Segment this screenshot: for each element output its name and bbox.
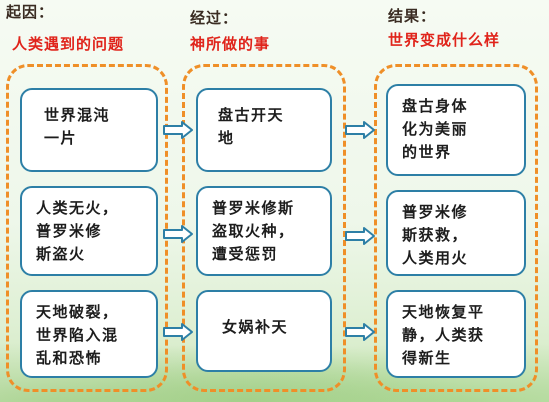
heading-cause-subtitle: 人类遇到的问题 [12, 35, 125, 53]
double-line-right-arrow-icon [344, 226, 376, 246]
double-line-right-arrow-icon [162, 322, 194, 342]
result-card-1: 盘古身体 化为美丽 的世界 [386, 84, 526, 176]
heading-cause-label: 起因： [6, 3, 55, 21]
result-card-2: 普罗米修 斯获救， 人类用火 [386, 190, 526, 276]
heading-process-label: 经过： [190, 9, 239, 27]
result-card-3: 天地恢复平 静，人类获 得新生 [386, 290, 526, 378]
result-column-frame [374, 64, 538, 392]
process-card-2: 普罗米修斯 盗取火种， 遭受惩罚 [196, 186, 332, 276]
heading-result-label: 结果： [388, 7, 437, 25]
cause-card-3: 天地破裂， 世界陷入混 乱和恐怖 [20, 290, 158, 378]
cause-column-frame [6, 64, 168, 392]
double-line-right-arrow-icon [162, 224, 194, 244]
double-line-right-arrow-icon [344, 322, 376, 342]
double-line-right-arrow-icon [162, 120, 194, 140]
heading-result-subtitle: 世界变成什么样 [388, 31, 501, 49]
process-card-3: 女娲补天 [196, 290, 332, 372]
process-card-1: 盘古开天 地 [196, 88, 332, 172]
heading-process-subtitle: 神所做的事 [190, 35, 271, 53]
cause-card-2: 人类无火， 普罗米修 斯盗火 [20, 186, 158, 276]
cause-card-1: 世界混沌 一片 [20, 88, 158, 172]
double-line-right-arrow-icon [344, 120, 376, 140]
